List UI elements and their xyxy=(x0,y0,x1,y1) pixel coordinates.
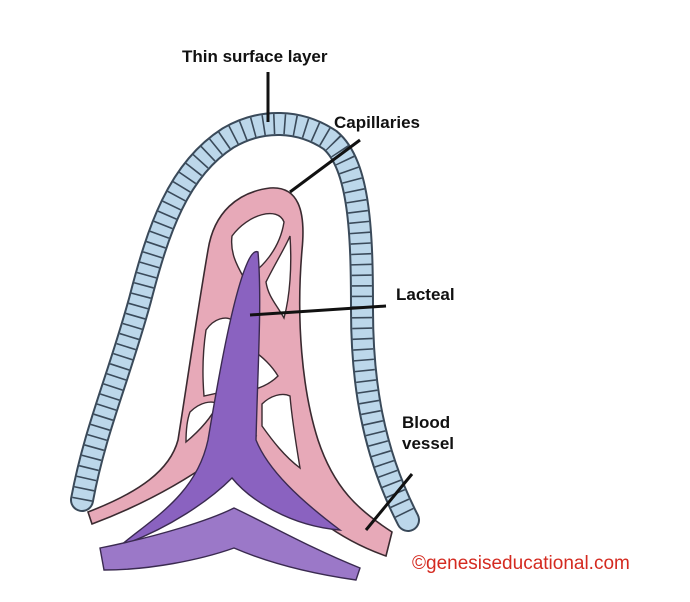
capillary-gap xyxy=(261,393,301,470)
lacteal-label: Lacteal xyxy=(396,285,455,304)
blood-vessel xyxy=(99,507,361,581)
blood-vessel-leader-line xyxy=(364,473,414,531)
capillaries-leader-line xyxy=(289,138,361,194)
blood-vessel-label: Blood vessel xyxy=(402,413,454,453)
capillary-gap xyxy=(230,212,285,279)
surface-layer xyxy=(70,111,420,532)
surface-layer-label: Thin surface layer xyxy=(182,47,328,66)
surface-layer-segments xyxy=(72,113,417,525)
copyright-text: ©genesiseducational.com xyxy=(412,553,630,574)
capillaries-label: Capillaries xyxy=(334,113,420,132)
lacteal-leader-line xyxy=(249,304,387,317)
capillary-gap xyxy=(185,401,219,444)
lacteal xyxy=(119,250,343,547)
leader-lines xyxy=(249,72,414,531)
capillary-gap xyxy=(265,235,292,320)
